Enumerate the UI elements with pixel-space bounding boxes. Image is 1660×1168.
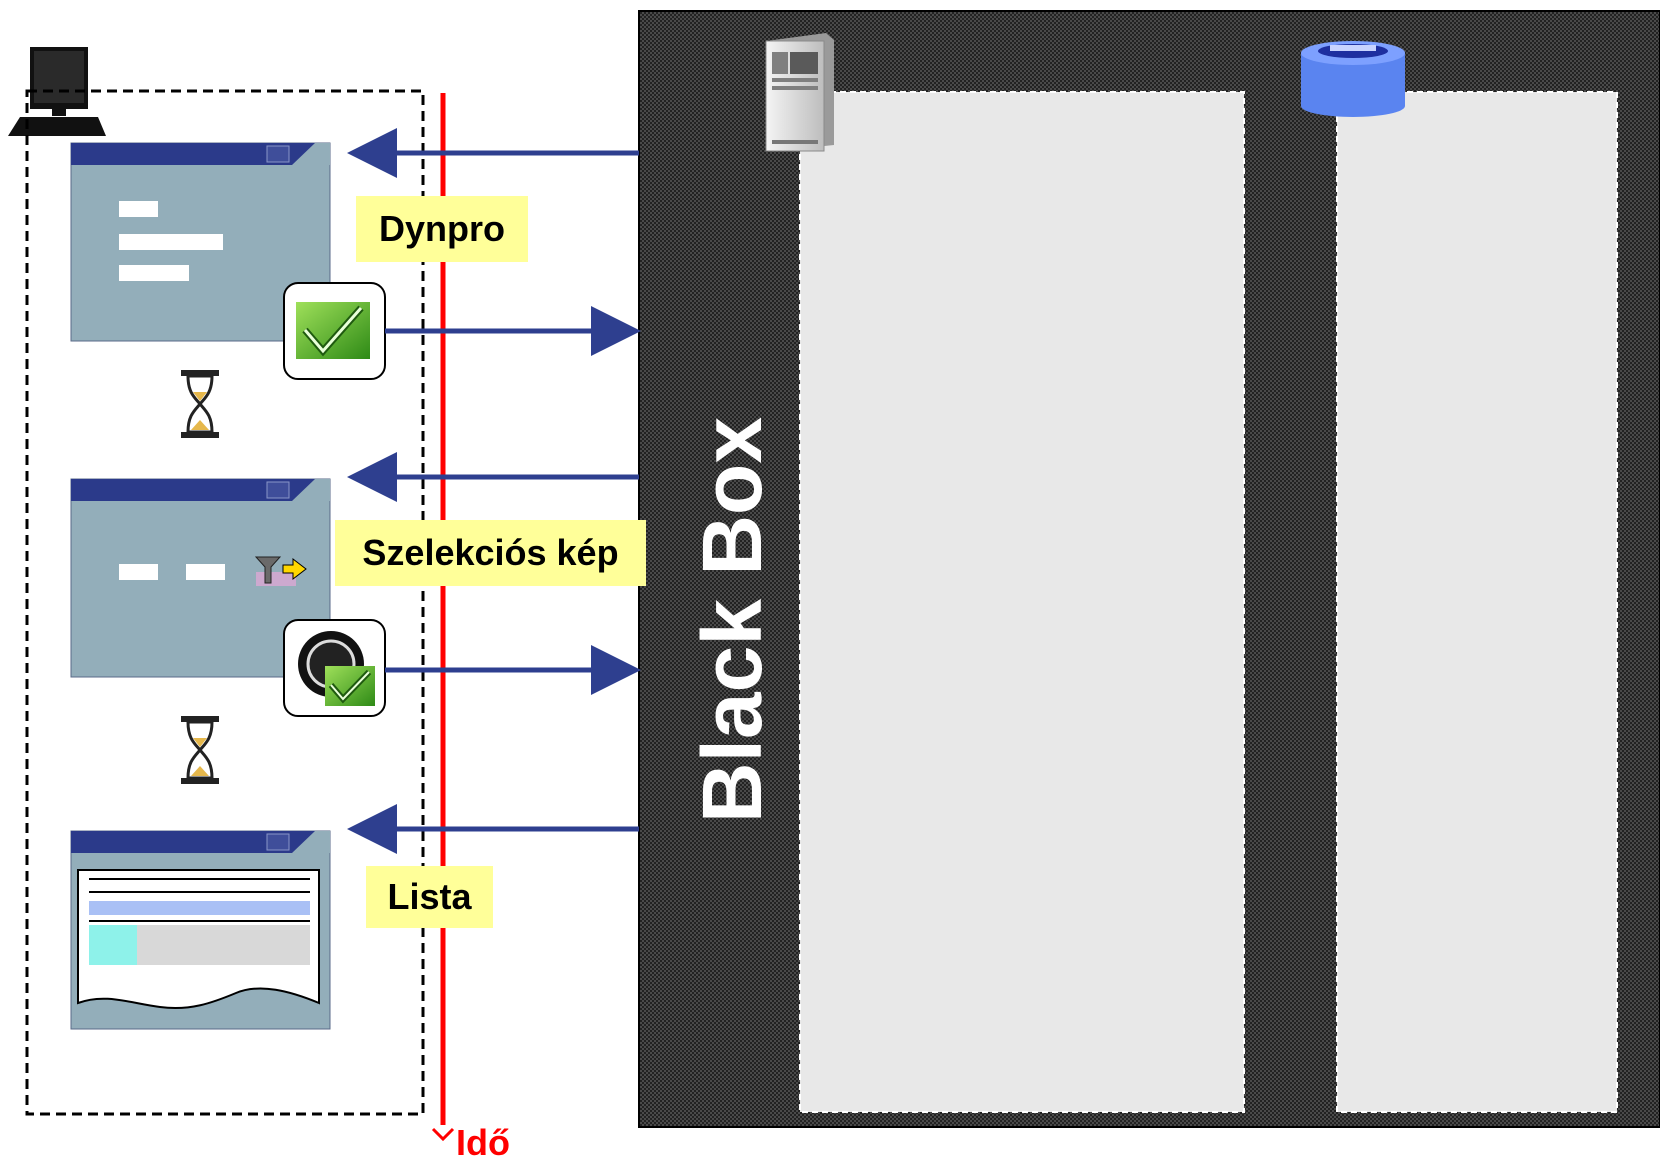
hourglass-icon [181,716,219,784]
selection-screen-label: Szelekciós kép [335,520,646,586]
hourglass-icon [181,370,219,438]
list-window [70,830,331,1030]
green-checkmark-icon [283,282,386,380]
list-label: Lista [366,866,493,928]
client-boundary [25,89,425,1116]
black-box-label: Black Box [685,416,779,824]
app-server-panel [799,91,1245,1113]
server-tower-icon [765,33,834,152]
computer-icon [8,47,106,136]
time-axis [431,93,455,1142]
filter-arrow-icon [254,556,307,586]
dynpro-label: Dynpro [356,196,528,262]
time-axis-label: Idő [456,1122,510,1163]
execute-clock-checkmark-icon [283,619,386,717]
database-icon [1301,41,1405,117]
database-panel [1336,91,1618,1113]
